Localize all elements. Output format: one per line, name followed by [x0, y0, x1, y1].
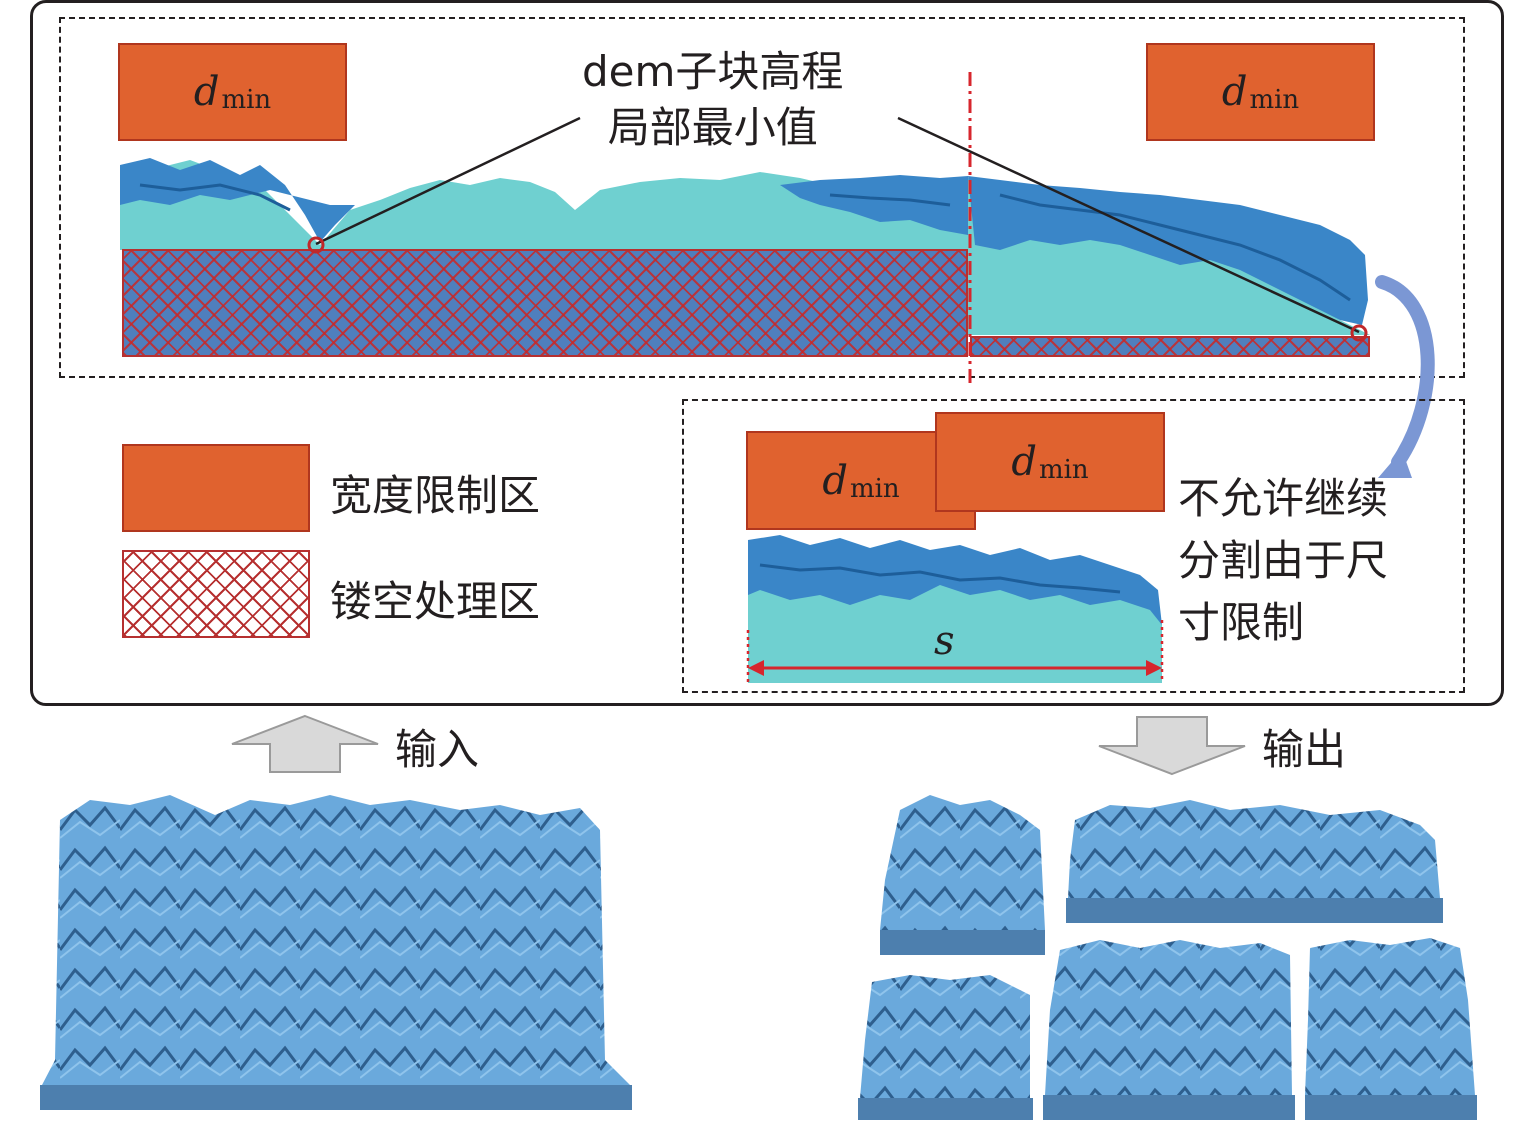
legend-hollow-swatch [122, 550, 310, 638]
d-min-subscript: min [1038, 455, 1089, 485]
hollow-region-right [970, 336, 1370, 357]
local-min-marker-right [1350, 324, 1368, 342]
curved-arrow [1375, 275, 1435, 469]
dem-block-panel [59, 17, 1465, 378]
callout-line-right [897, 116, 1360, 334]
legend-width-limit-swatch [122, 444, 310, 532]
callout-label: dem子块高程 局部最小值 [582, 44, 843, 156]
callout-line-left [315, 116, 581, 246]
d-min-subscript: min [221, 85, 272, 115]
process-frame [30, 0, 1504, 706]
input-arrow [231, 714, 379, 773]
d-min-symbol: d [1221, 69, 1248, 115]
output-dem-block-1 [880, 795, 1045, 955]
input-dem-block [40, 795, 632, 1110]
output-dem-block-5 [1305, 938, 1477, 1120]
output-label: 输出 [1262, 725, 1347, 774]
hollow-region-left [122, 249, 968, 357]
curved-arrow-head [1378, 450, 1412, 478]
output-dem-block-4 [1043, 940, 1295, 1120]
size-limit-note: 不允许继续 分割由于尺 寸限制 [1178, 468, 1388, 654]
size-limit-panel [682, 399, 1465, 693]
size-limit-note-line-2: 分割由于尺 [1178, 536, 1389, 585]
d-min-subscript: min [849, 473, 900, 504]
d-min-symbol: d [822, 457, 848, 504]
legend-hollow-label: 镂空处理区 [330, 577, 541, 626]
input-label: 输入 [395, 725, 480, 774]
output-dem-block-2 [1066, 800, 1443, 923]
size-limit-note-line-1: 不允许继续 [1178, 474, 1389, 523]
size-limit-note-line-3: 寸限制 [1178, 598, 1305, 647]
legend-width-limit-label: 宽度限制区 [330, 471, 541, 520]
d-min-symbol: d [193, 69, 220, 115]
output-arrow [1098, 716, 1246, 776]
output-dem-block-3 [858, 975, 1033, 1120]
span-label: s [934, 618, 955, 664]
callout-label-line-2: 局部最小值 [607, 103, 818, 152]
local-min-marker-left [307, 236, 325, 254]
d-min-subscript: min [1249, 85, 1300, 115]
callout-label-line-1: dem子块高程 [582, 47, 844, 96]
d-min-symbol: d [1011, 439, 1037, 485]
